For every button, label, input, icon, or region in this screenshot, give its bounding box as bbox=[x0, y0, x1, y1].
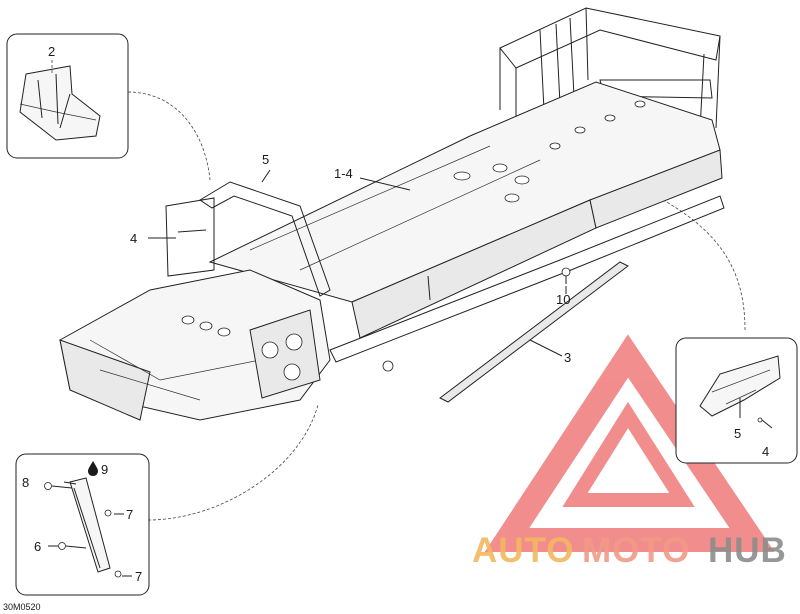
callout-7-lower: 7 bbox=[135, 569, 142, 584]
callout-8: 8 bbox=[22, 475, 29, 490]
callout-4-side: 4 bbox=[130, 231, 137, 246]
detail-box-6-9 bbox=[15, 404, 319, 596]
detail-box-4-5 bbox=[653, 194, 798, 464]
main-frame bbox=[59, 7, 725, 421]
watermark-triangle-inner bbox=[562, 401, 695, 507]
callout-5-top: 5 bbox=[262, 152, 269, 167]
callout-5-right: 5 bbox=[734, 426, 741, 441]
watermark-auto: AUTO bbox=[472, 531, 575, 570]
callouts: 2 5 1-4 4 10 3 5 4 8 9 7 6 7 bbox=[22, 44, 769, 584]
callout-4-right: 4 bbox=[762, 444, 769, 459]
callout-6: 6 bbox=[34, 539, 41, 554]
leader-lines bbox=[48, 169, 567, 577]
watermark-text: AUTO MOTO HUB bbox=[472, 531, 787, 570]
drop-icon bbox=[88, 461, 98, 476]
callout-3: 3 bbox=[564, 350, 571, 365]
detail-box-2 bbox=[6, 33, 211, 181]
callout-1-4: 1-4 bbox=[334, 166, 353, 181]
callout-10: 10 bbox=[556, 292, 570, 307]
callout-7-upper: 7 bbox=[126, 507, 133, 522]
callout-9: 9 bbox=[101, 462, 108, 477]
figure-code: 30M0520 bbox=[3, 602, 41, 612]
watermark-hub: HUB bbox=[708, 531, 787, 570]
callout-2: 2 bbox=[48, 44, 55, 59]
watermark-moto: MOTO bbox=[582, 531, 690, 570]
